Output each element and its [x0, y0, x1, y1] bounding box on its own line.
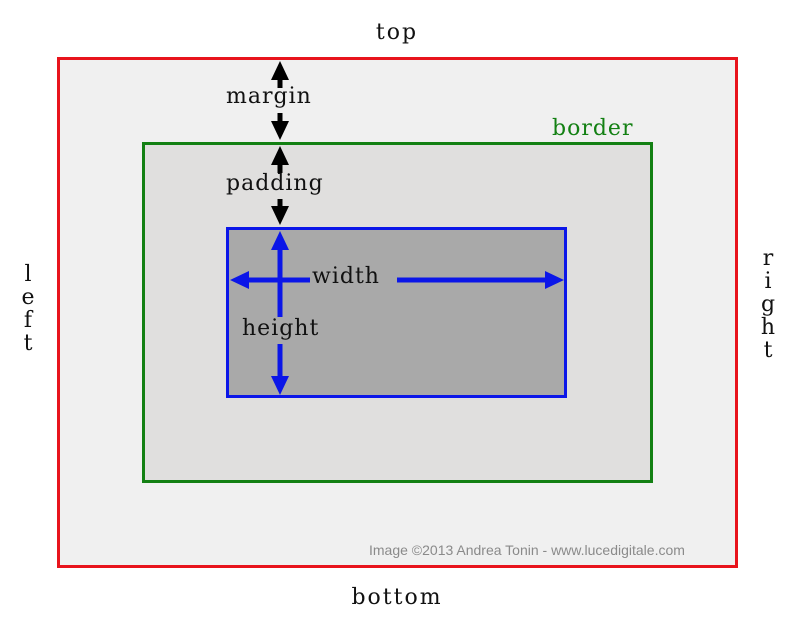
width-arrow-left-head	[230, 271, 249, 289]
left-label-letter: l	[24, 262, 32, 287]
height-arrow-down-head	[271, 376, 289, 395]
border-label: border	[552, 116, 634, 141]
right-label-letter: i	[764, 269, 772, 294]
padding-arrows	[271, 146, 289, 225]
height-arrow-up-head	[271, 231, 289, 250]
right-label-letter: h	[760, 315, 776, 340]
margin-arrow-down-head	[271, 121, 289, 140]
width-label: width	[312, 264, 380, 289]
left-label-letter: f	[23, 308, 33, 333]
content-dimension-arrows	[230, 231, 564, 395]
right-label-letter: t	[763, 338, 773, 363]
left-label-letter: e	[21, 285, 35, 310]
left-label-letter: t	[23, 331, 33, 356]
top-label: top	[375, 20, 419, 45]
content-area	[226, 227, 567, 398]
padding-label: padding	[226, 171, 324, 196]
margin-label: margin	[226, 84, 312, 109]
height-label: height	[242, 316, 320, 341]
bottom-label: bottom	[351, 585, 443, 610]
width-arrow-right-head	[545, 271, 564, 289]
right-label-letter: g	[760, 292, 776, 317]
left-label: l e f t	[16, 263, 40, 355]
right-label: r i g h t	[756, 247, 780, 362]
padding-arrow-down-head	[271, 206, 289, 225]
margin-arrows	[271, 61, 289, 140]
margin-arrow-up-head	[271, 61, 289, 80]
image-credit: Image ©2013 Andrea Tonin - www.lucedigit…	[369, 542, 685, 558]
right-label-letter: r	[762, 246, 774, 271]
padding-arrow-up-head	[271, 146, 289, 165]
